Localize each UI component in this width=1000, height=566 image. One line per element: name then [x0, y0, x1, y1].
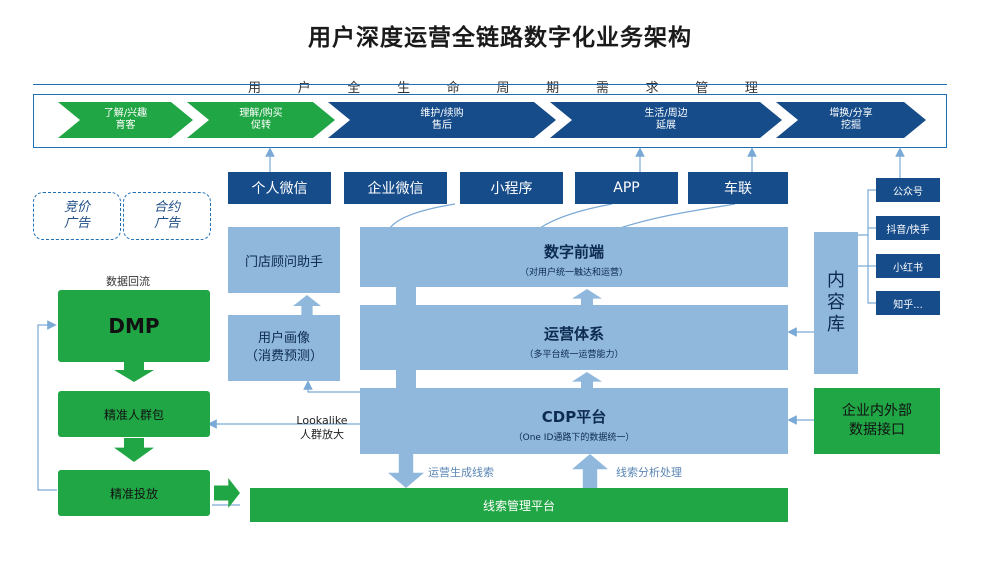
leads-platform-bar: 线索管理平台 [250, 488, 788, 522]
diagram-title: 用户深度运营全链路数字化业务架构 [308, 25, 692, 51]
bidding-ads-box: 竞价 广告 [33, 192, 121, 240]
channel-app: APP [575, 172, 678, 204]
stage-extension-line2: 延展 [656, 120, 676, 131]
channel-personal-wechat: 个人微信 [228, 172, 331, 204]
media-douyin-kuaishou: 抖音/快手 [876, 216, 940, 240]
digital-front-sub: （对用户统一触达和运营） [519, 268, 628, 278]
data-return-label: 数据回流 [106, 275, 150, 288]
stage-awareness: 了解/兴趣 育客 [58, 102, 193, 138]
user-portrait-sub: （消费预测） [244, 349, 323, 364]
user-portrait-title: 用户画像 [257, 331, 310, 346]
cdp-box: CDP平台 （One ID通路下的数据统一） [360, 388, 788, 454]
channel-miniprogram: 小程序 [460, 172, 563, 204]
channel-enterprise-wechat: 企业微信 [344, 172, 447, 204]
ops-system-title: 运营体系 [543, 325, 604, 343]
stage-conversion: 理解/购买 促转 [187, 102, 335, 138]
stage-mining-line2: 挖掘 [841, 120, 861, 131]
stage-aftersales-line1: 维护/续购 [420, 108, 464, 119]
leads-analysis-label: 线索分析处理 [616, 466, 682, 479]
ops-system-sub: （多平台统一运营能力） [524, 350, 624, 360]
stage-conversion-line2: 促转 [251, 120, 271, 131]
cdp-sub: （One ID通路下的数据统一） [513, 433, 635, 443]
dmp-box: DMP [58, 290, 210, 362]
cdp-title: CDP平台 [541, 408, 607, 426]
lifecycle-top-line [33, 84, 947, 85]
user-portrait-box: 用户画像 （消费预测） [228, 315, 340, 381]
lookalike-line2: 人群放大 [300, 428, 344, 441]
precise-delivery-box: 精准投放 [58, 470, 210, 516]
digital-front-box: 数字前端 （对用户统一触达和运营） [360, 227, 788, 287]
stage-mining-line1: 增换/分享 [829, 108, 873, 119]
stage-aftersales-line2: 售后 [432, 120, 452, 131]
leads-gen-label: 运营生成线索 [428, 466, 494, 479]
ops-system-box: 运营体系 （多平台统一运营能力） [360, 305, 788, 370]
media-xiaohongshu: 小红书 [876, 254, 940, 278]
lookalike-label: Lookalike 人群放大 [282, 414, 362, 442]
contract-ads-box: 合约 广告 [123, 192, 211, 240]
store-assistant-box: 门店顾问助手 [228, 227, 340, 293]
ops-cdp-connector [396, 370, 416, 388]
data-interface-box: 企业内外部 数据接口 [814, 388, 940, 454]
front-ops-connector [396, 287, 416, 305]
stage-conversion-line1: 理解/购买 [239, 108, 283, 119]
stage-extension-line1: 生活/周边 [644, 108, 688, 119]
stage-awareness-line2: 育客 [115, 120, 136, 131]
content-library-box: 内 容 库 [814, 232, 858, 374]
stage-aftersales: 维护/续购 售后 [328, 102, 556, 138]
stage-awareness-line1: 了解/兴趣 [103, 108, 148, 119]
lookalike-line1: Lookalike [296, 414, 348, 427]
crowd-pack-box: 精准人群包 [58, 391, 210, 437]
digital-front-title: 数字前端 [543, 243, 604, 261]
data-interface-line1: 企业内外部 [842, 403, 912, 419]
stage-mining: 增换/分享 挖掘 [776, 102, 926, 138]
media-official-account: 公众号 [876, 178, 940, 202]
stage-extension: 生活/周边 延展 [550, 102, 782, 138]
data-interface-line2: 数据接口 [849, 422, 905, 438]
channel-iov: 车联 [688, 172, 788, 204]
media-zhihu: 知乎... [876, 291, 940, 315]
